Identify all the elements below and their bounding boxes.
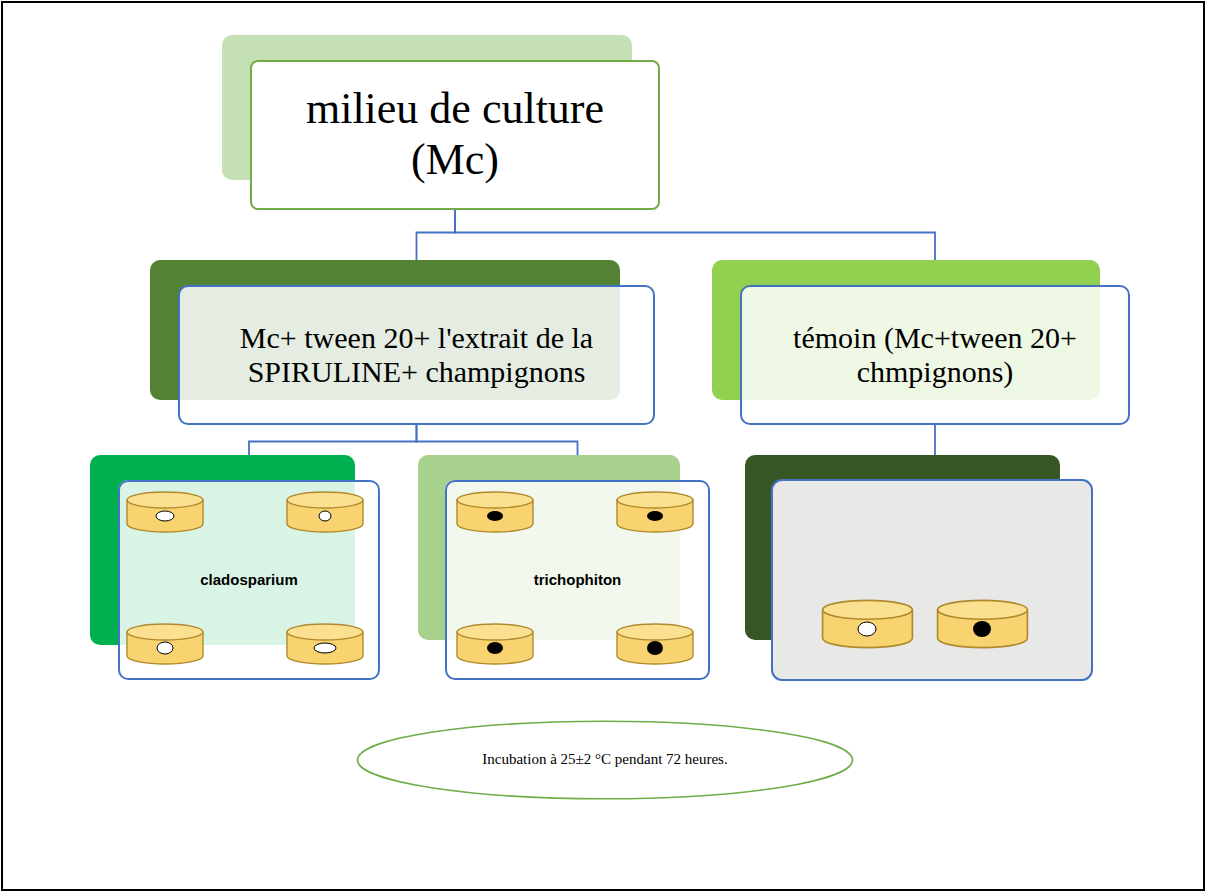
colony bbox=[647, 641, 663, 655]
node-text: Incubation à 25±2 °C pendant 72 heures. bbox=[482, 751, 727, 768]
colony bbox=[487, 511, 503, 521]
petri-dish bbox=[287, 492, 363, 532]
process-box: témoin (Mc+tween 20+ chmpignons) bbox=[740, 285, 1130, 425]
petri-dish bbox=[287, 624, 363, 664]
colony bbox=[973, 621, 991, 637]
petri-dish bbox=[127, 624, 203, 664]
node-text: cladosparium bbox=[200, 571, 298, 588]
control-panel bbox=[772, 480, 1092, 680]
petri-dish bbox=[617, 624, 693, 664]
petri-dish bbox=[127, 492, 203, 532]
colony bbox=[487, 642, 503, 654]
panel-fill bbox=[118, 480, 380, 680]
colony bbox=[858, 622, 876, 636]
culture-box: trichophiton bbox=[445, 480, 710, 680]
node-text: trichophiton bbox=[534, 571, 621, 588]
ellipse-shape bbox=[358, 721, 853, 799]
panel-fill bbox=[445, 480, 710, 680]
node-text: milieu de culture (Mc) bbox=[266, 84, 644, 185]
culture-box: cladosparium bbox=[118, 480, 380, 680]
incubation-ellipse: Incubation à 25±2 °C pendant 72 heures. bbox=[355, 720, 855, 800]
petri-dish bbox=[938, 600, 1028, 647]
node-text: Mc+ tween 20+ l'extrait de la SPIRULINE+… bbox=[192, 321, 641, 390]
petri-dish bbox=[457, 492, 533, 532]
colony bbox=[156, 511, 174, 521]
colony bbox=[157, 642, 173, 654]
colony bbox=[319, 511, 331, 521]
colony bbox=[647, 511, 663, 521]
petri-dish bbox=[617, 492, 693, 532]
petri-dish bbox=[823, 600, 913, 647]
process-box: Mc+ tween 20+ l'extrait de la SPIRULINE+… bbox=[178, 285, 655, 425]
node-text: témoin (Mc+tween 20+ chmpignons) bbox=[754, 321, 1116, 390]
colony bbox=[314, 643, 336, 653]
title-box: milieu de culture (Mc) bbox=[250, 60, 660, 210]
petri-dish bbox=[457, 624, 533, 664]
